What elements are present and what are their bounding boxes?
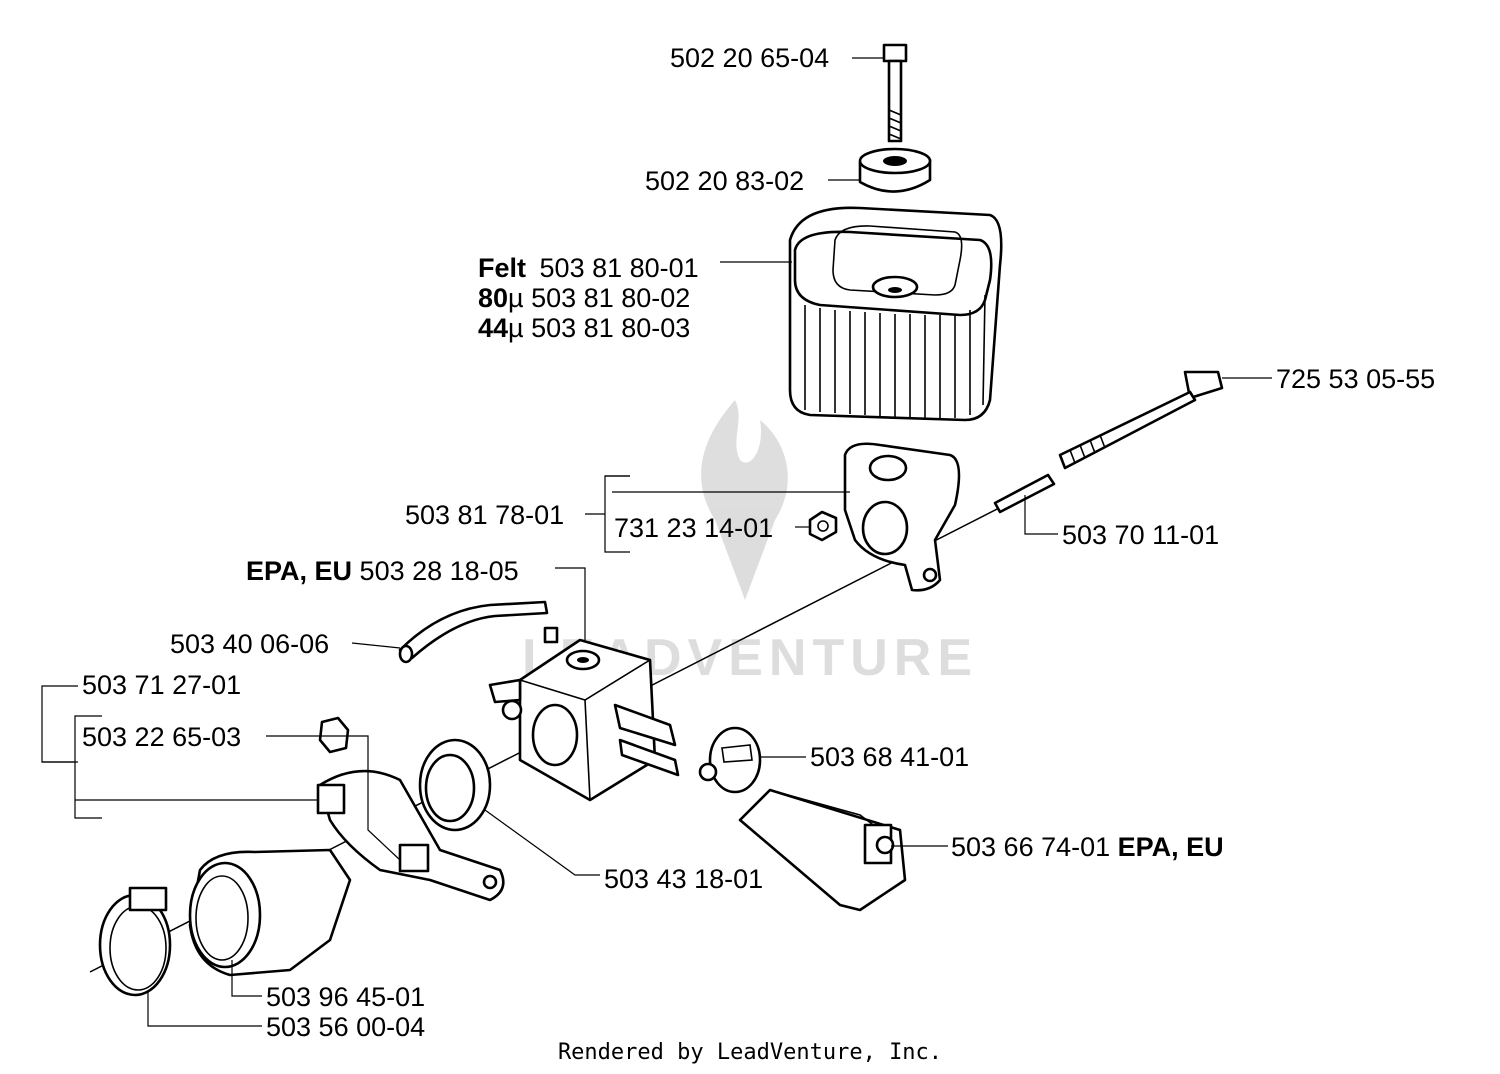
top-nut-part	[858, 147, 932, 193]
holder-bracket-part	[843, 442, 961, 592]
guide-part	[738, 788, 907, 912]
label-filter-80: 80µ 503 81 80-02	[478, 283, 690, 313]
label-intake-boot: 503 96 45-01	[266, 982, 425, 1012]
sleeve-tube-part	[993, 473, 1056, 514]
label-filter-44-unit: µ	[508, 313, 524, 343]
air-filter-part	[788, 206, 1003, 422]
carburetor-part	[488, 626, 680, 802]
label-knob: 503 68 41-01	[810, 742, 969, 772]
watermark-flame-icon	[701, 400, 788, 600]
label-sleeve-tube: 503 70 11-01	[1062, 520, 1219, 550]
label-filter-felt: Felt 503 81 80-01	[478, 253, 699, 283]
top-screw-part	[882, 43, 908, 143]
gasket-ring-part	[418, 738, 492, 832]
label-filter-44-tag: 44	[478, 313, 508, 343]
label-guide-number: 503 66 74-01	[951, 832, 1110, 862]
label-fuel-hose: 503 40 06-06	[170, 629, 329, 659]
clip-part	[318, 716, 350, 754]
label-holder: 503 81 78-01	[405, 500, 564, 530]
label-hose-clamp: 503 56 00-04	[266, 1012, 425, 1042]
small-nut-part	[808, 510, 838, 542]
intake-boot-part	[188, 848, 352, 977]
label-clip: 503 22 65-03	[82, 722, 241, 752]
label-guide-tag: EPA, EU	[1118, 832, 1224, 862]
label-filter-felt-number: 503 81 80-01	[540, 253, 699, 283]
label-top-nut: 502 20 83-02	[645, 166, 804, 196]
label-filter-80-tag: 80	[478, 283, 508, 313]
hose-clamp-part	[98, 886, 172, 997]
label-gasket-ring: 503 43 18-01	[604, 864, 763, 894]
label-clamp-kit: 503 71 27-01	[82, 670, 241, 700]
label-filter-felt-tag: Felt	[478, 253, 526, 283]
label-filter-44: 44µ 503 81 80-03	[478, 313, 690, 343]
label-carburetor-number: 503 28 18-05	[360, 556, 519, 586]
label-filter-44-number: 503 81 80-03	[531, 313, 690, 343]
clamp-bracket-part	[316, 769, 505, 902]
label-filter-80-number: 503 81 80-02	[531, 283, 690, 313]
long-screw-part	[1058, 370, 1224, 470]
label-top-screw: 502 20 65-04	[670, 43, 829, 73]
label-small-nut: 731 23 14-01	[614, 513, 773, 543]
label-guide: 503 66 74-01 EPA, EU	[951, 832, 1224, 862]
fuel-hose-part	[398, 600, 549, 664]
label-carburetor-tag: EPA, EU	[246, 556, 352, 586]
knob-part	[698, 726, 762, 794]
leader-lines	[41, 57, 1272, 1027]
label-long-screw: 725 53 05-55	[1276, 364, 1435, 394]
label-carburetor: EPA, EU 503 28 18-05	[246, 556, 519, 586]
label-filter-80-unit: µ	[508, 283, 524, 313]
footer-credit: Rendered by LeadVenture, Inc.	[557, 1040, 943, 1065]
